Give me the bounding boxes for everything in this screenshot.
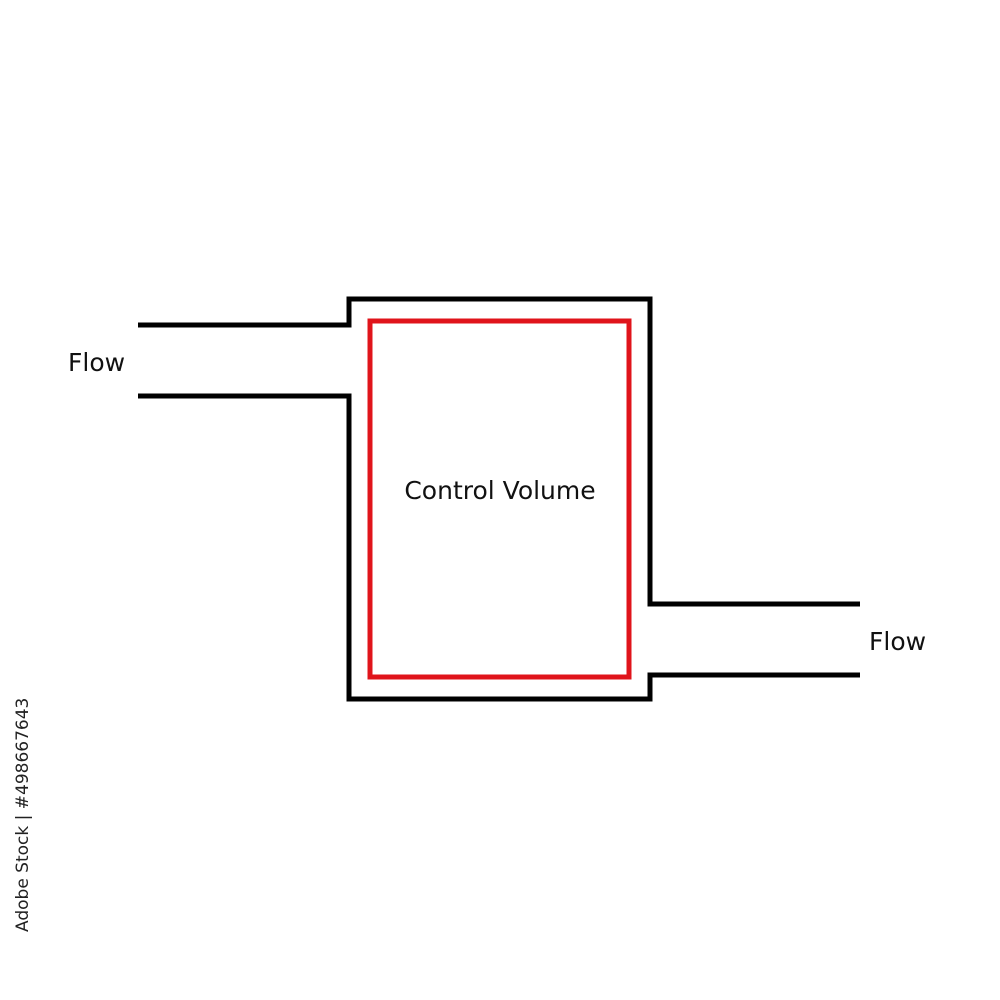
upper-wall (138, 296, 860, 607)
outlet-flow-label: Flow (869, 627, 926, 656)
stock-id-text: Adobe Stock | #498667643 (13, 698, 33, 932)
inlet-flow-label: Flow (68, 348, 125, 377)
lower-wall (138, 393, 860, 702)
control-volume-boundary (367, 318, 632, 680)
control-volume-label: Control Volume (404, 476, 595, 505)
pipe-walls (138, 296, 860, 702)
